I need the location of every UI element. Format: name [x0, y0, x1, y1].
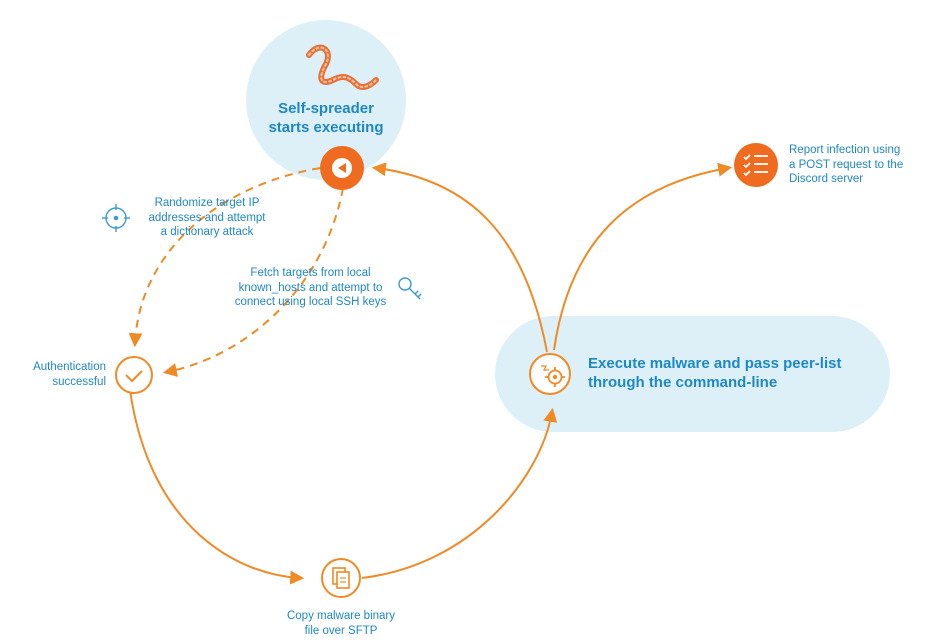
execute-bubble [495, 316, 890, 432]
copy-file-icon[interactable] [321, 558, 361, 598]
execute-node-label: Execute malware and pass peer-list throu… [588, 355, 842, 391]
report-node-label: Report infection using a POST request to… [789, 144, 904, 185]
start-bubble [246, 20, 406, 180]
arc-copy-to-execute [361, 407, 558, 579]
start-node-label: Self-spreader starts executing [268, 100, 384, 136]
auth-node-label: Authentication successful [33, 361, 106, 388]
arc-execute-to-report [553, 162, 733, 351]
play-back-icon[interactable] [320, 146, 364, 190]
arc-execute-to-start [371, 162, 548, 353]
checklist-icon[interactable] [734, 143, 778, 187]
worm-icon [306, 44, 379, 90]
randomize-label: Randomize target IP addresses and attemp… [148, 197, 266, 238]
dashed-start-to-auth-randomize [128, 167, 321, 348]
checkmark-icon[interactable] [115, 356, 153, 394]
crosshair-target-icon [102, 204, 130, 232]
fetch-label: Fetch targets from local known_hosts and… [234, 267, 387, 308]
copy-node-label: Copy malware binary file over SFTP [286, 610, 395, 637]
key-icon [398, 277, 422, 300]
arc-auth-to-copy [129, 389, 305, 585]
gear-icon[interactable] [529, 353, 571, 395]
